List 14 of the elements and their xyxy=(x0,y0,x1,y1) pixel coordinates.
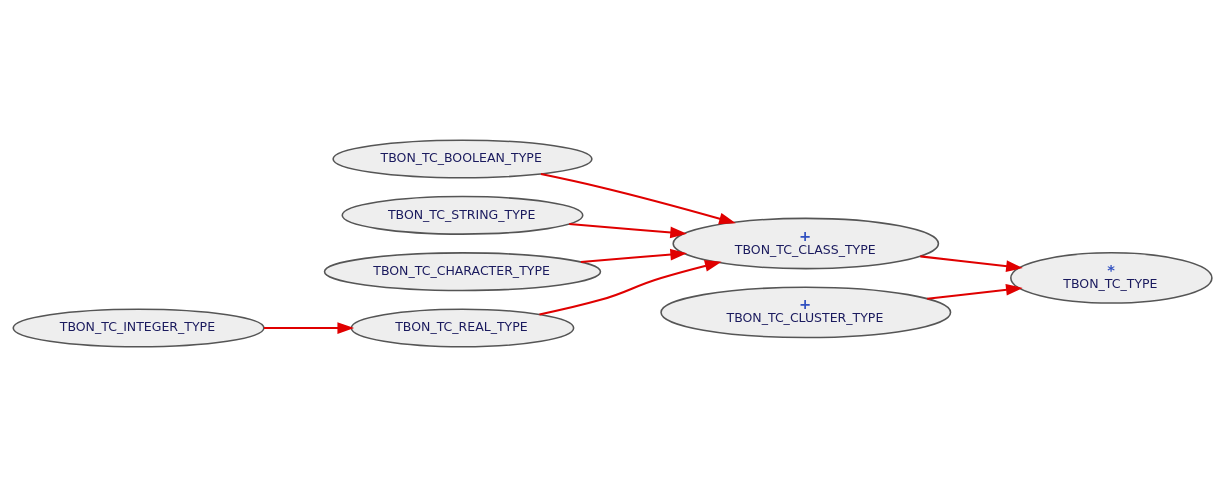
arrow xyxy=(580,248,688,263)
node-ellipse: TBON_TC_BOOLEAN_TYPE xyxy=(332,138,593,179)
node-ellipse: TBON_TC_REAL_TYPE xyxy=(350,307,575,348)
arrow xyxy=(539,259,722,315)
node-ellipse: TBON_TC_INTEGER_TYPE xyxy=(12,307,265,348)
arrow xyxy=(264,321,355,334)
arrow xyxy=(920,254,1023,272)
arrow xyxy=(927,283,1023,300)
arrow xyxy=(540,172,736,224)
node-ellipse: * TBON_TC_TYPE xyxy=(1010,251,1213,304)
arrow xyxy=(569,222,687,238)
node-ellipse: TBON_TC_CHARACTER_TYPE xyxy=(323,251,602,291)
node-ellipse: + TBON_TC_CLUSTER_TYPE xyxy=(660,285,952,338)
node-ellipse: TBON_TC_STRING_TYPE xyxy=(341,195,584,235)
